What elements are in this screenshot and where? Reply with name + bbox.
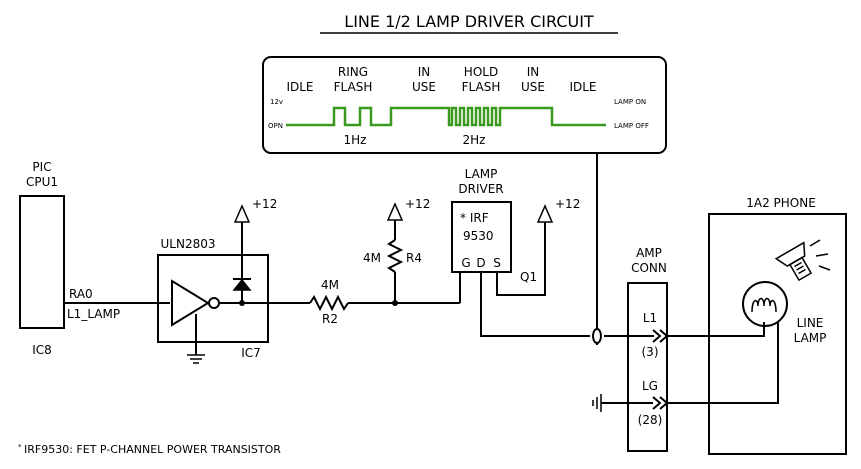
- connector-l1-chevron-icon: [652, 329, 662, 343]
- driver-label-lamp: LAMP: [465, 167, 498, 181]
- pic-label: PIC: [32, 160, 51, 174]
- connector-lg-chevron-icon: [652, 396, 662, 410]
- amp-lg-pin: (28): [638, 413, 663, 427]
- timing-label-idle-2: IDLE: [569, 80, 596, 94]
- timing-label-ring: RING: [338, 65, 368, 79]
- fet-supply-label: +12: [555, 197, 580, 211]
- pic-cpu-label: CPU1: [26, 175, 58, 189]
- supply-arrow-uln-icon: [233, 204, 251, 223]
- timing-label-use-1: USE: [412, 80, 436, 94]
- lamp-waveform: [286, 106, 606, 127]
- timing-label-flash-1: FLASH: [334, 80, 373, 94]
- timing-lamp-off: LAMP OFF: [614, 122, 649, 130]
- supply-arrow-fet-icon: [536, 204, 554, 223]
- r4-value: 4M: [363, 251, 381, 265]
- uln-supply-label: +12: [252, 197, 277, 211]
- timing-label-idle-1: IDLE: [286, 80, 313, 94]
- amp-connector: [627, 282, 668, 452]
- timing-label-hold: HOLD: [464, 65, 498, 79]
- phone-lamp-label-1: LINE: [797, 316, 824, 330]
- diagram-title: LINE 1/2 LAMP DRIVER CIRCUIT: [344, 12, 594, 31]
- footnote: IRF9530: FET P-CHANNEL POWER TRANSISTOR: [24, 443, 281, 456]
- inverter-bubble: [208, 297, 220, 309]
- r4-ref: R4: [406, 251, 422, 265]
- timing-lamp-on: LAMP ON: [614, 98, 646, 106]
- buffer-triangle: [171, 279, 210, 327]
- amp-l1-label: L1: [643, 311, 657, 325]
- phone-title: 1A2 PHONE: [746, 196, 816, 210]
- lamp-filament-icon: [751, 297, 777, 313]
- timing-label-in-1: IN: [418, 65, 431, 79]
- fet-ref: Q1: [520, 270, 537, 284]
- lamp-ray-3-icon: [818, 265, 831, 271]
- timing-label-in-2: IN: [527, 65, 540, 79]
- line-lamp-bulb-icon: [742, 281, 788, 327]
- wire-source: [496, 222, 546, 296]
- wire-l1-lamp: [667, 322, 765, 337]
- resistor-r4-icon: [386, 239, 404, 273]
- wire-crossover-icon: [592, 328, 602, 344]
- lamp-icon: [774, 241, 813, 282]
- fet-part-line2: 9530: [463, 229, 494, 243]
- r4-supply-label: +12: [405, 197, 430, 211]
- timing-freq-1hz: 1Hz: [344, 133, 367, 147]
- phone-lamp-label-2: LAMP: [794, 331, 827, 345]
- fet-pin-s: S: [493, 256, 501, 270]
- amp-l1-pin: (3): [642, 345, 659, 359]
- supply-arrow-r4-icon: [386, 202, 404, 221]
- amp-lg-label: LG: [642, 379, 658, 393]
- lamp-ray-1-icon: [809, 239, 821, 247]
- uln-name: ULN2803: [161, 237, 216, 251]
- fet-pin-g: G: [461, 256, 470, 270]
- r2-ref: R2: [322, 312, 338, 326]
- footnote-star: *: [18, 443, 22, 451]
- phone-box: [708, 213, 847, 455]
- pic-ic-label: IC8: [32, 343, 52, 357]
- timing-box: [262, 56, 667, 154]
- pic-pin-label: RA0: [69, 287, 93, 301]
- timing-level-high: 12v: [270, 98, 283, 106]
- r2-value: 4M: [321, 278, 339, 292]
- driver-label-driver: DRIVER: [458, 182, 503, 196]
- wire-lg-lamp: [667, 322, 779, 404]
- timing-freq-2hz: 2Hz: [463, 133, 486, 147]
- wire-drain: [480, 272, 590, 337]
- fet-pin-d: D: [476, 256, 485, 270]
- amp-label: AMP: [636, 246, 662, 260]
- diode-icon: [232, 278, 252, 291]
- timing-label-use-2: USE: [521, 80, 545, 94]
- resistor-r2-icon: [309, 294, 349, 312]
- fet-part-line1: * IRF: [460, 211, 489, 225]
- pic-signal-label: L1_LAMP: [67, 307, 120, 321]
- amp-conn-label: CONN: [631, 261, 667, 275]
- pic-cpu-chip: [19, 195, 65, 329]
- lamp-ray-2-icon: [815, 253, 829, 257]
- uln-ic-label: IC7: [241, 346, 261, 360]
- timing-level-low: OPN: [268, 122, 283, 130]
- uln-chip: [157, 254, 269, 343]
- timing-label-flash-2: FLASH: [462, 80, 501, 94]
